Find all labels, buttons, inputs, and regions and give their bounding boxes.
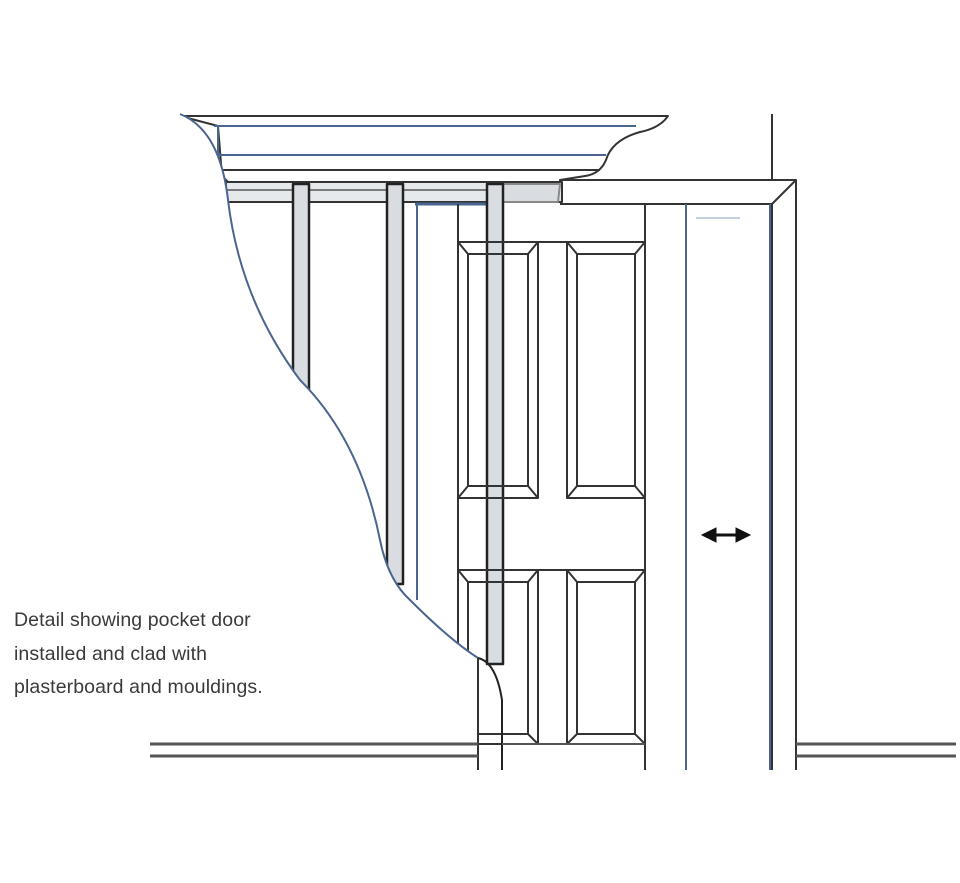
door-frame-jamb [685,204,771,770]
slide-direction-arrow-icon [700,527,752,543]
diagram-caption: Detail showing pocket door installed and… [14,604,263,705]
caption-line-2: installed and clad with [14,642,208,665]
skirting-board [150,742,956,758]
caption-line-3: plasterboard and mouldings. [14,676,263,698]
plasterboard-cutaway [0,113,503,770]
six-panel-door [457,204,646,770]
door-frame-head [560,114,797,770]
cornice-moulding [179,115,669,183]
caption-line-1: Detail showing pocket door [14,609,251,631]
